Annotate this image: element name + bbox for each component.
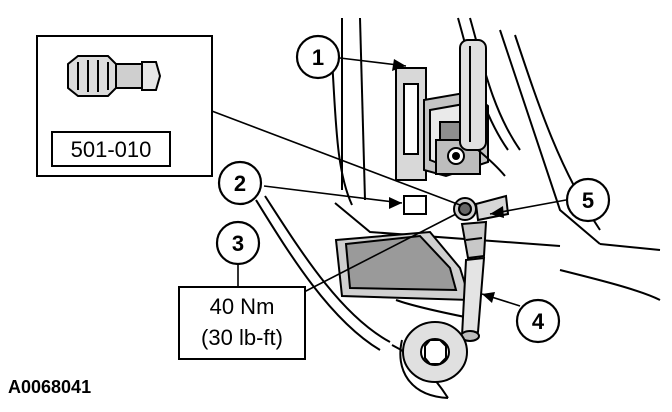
callout-1: 1 xyxy=(295,34,341,80)
figure-id: A0068041 xyxy=(8,377,91,397)
seat-bracket xyxy=(334,230,472,319)
callout-1-number: 1 xyxy=(312,45,324,70)
callout-4-number: 4 xyxy=(532,309,545,334)
tool-number-text: 501-010 xyxy=(71,137,152,162)
callout-2: 2 xyxy=(217,160,263,206)
callout-4: 4 xyxy=(515,298,561,344)
buckle-stalk xyxy=(460,220,488,342)
torque-value-imperial: (30 lb-ft) xyxy=(201,325,283,350)
callout-5-number: 5 xyxy=(582,188,594,213)
seat-mechanism xyxy=(395,39,506,215)
torque-value-metric: 40 Nm xyxy=(210,294,275,319)
leader-lines xyxy=(122,57,567,307)
lower-pivot xyxy=(399,321,468,399)
callout-3-number: 3 xyxy=(232,231,244,256)
callout-5: 5 xyxy=(565,177,611,223)
callout-3: 3 xyxy=(215,220,261,266)
seat-belt-bolt xyxy=(453,194,510,222)
tool-number-box: 501-010 xyxy=(51,131,171,167)
torque-spec-box: 40 Nm (30 lb-ft) xyxy=(178,286,306,360)
callout-2-number: 2 xyxy=(234,171,246,196)
